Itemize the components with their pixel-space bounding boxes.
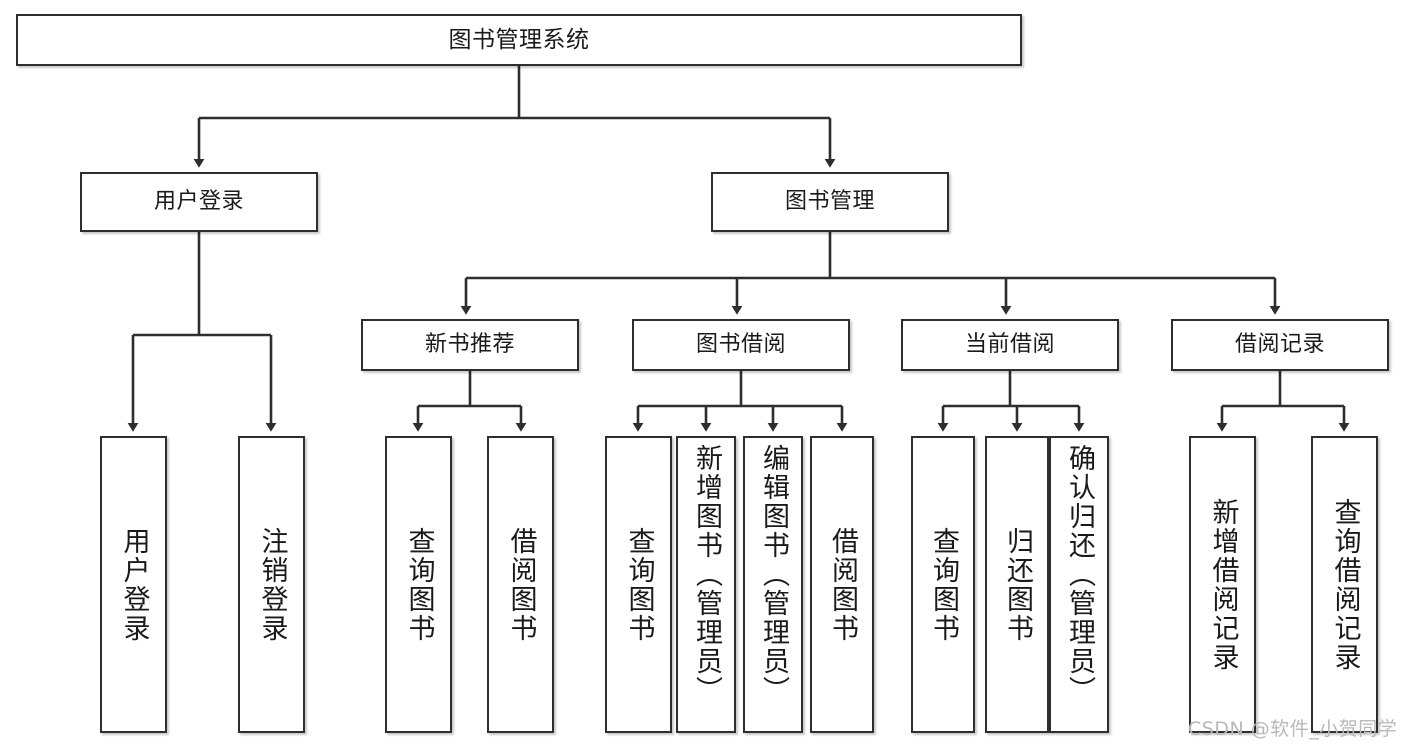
node-leaf-query-book-rec[interactable]: 查询图书 [385, 436, 452, 733]
node-book-manage-label: 图书管理 [784, 189, 875, 214]
node-leaf-confirm-return[interactable]: 确认归还（管理员） [1049, 436, 1109, 733]
node-leaf-confirm-return-label: 确认归还（管理员） [1064, 444, 1096, 705]
node-leaf-add-record-label: 新增借阅记录 [1207, 497, 1239, 672]
node-leaf-query-record[interactable]: 查询借阅记录 [1311, 436, 1378, 733]
node-leaf-edit-book-label: 编辑图书（管理员） [758, 444, 790, 705]
node-new-book-rec-label: 新书推荐 [424, 332, 515, 357]
node-leaf-return-book-label: 归还图书 [1002, 526, 1034, 643]
node-leaf-query-book-cur-label: 查询图书 [928, 526, 960, 643]
node-user-login-label: 用户登录 [153, 189, 244, 214]
node-leaf-borrow-book-rec[interactable]: 借阅图书 [487, 436, 554, 733]
node-current-borrow-label: 当前借阅 [964, 332, 1055, 357]
node-root-label: 图书管理系统 [448, 26, 590, 53]
node-leaf-user-login[interactable]: 用户登录 [100, 436, 167, 733]
node-leaf-add-record[interactable]: 新增借阅记录 [1189, 436, 1256, 733]
node-borrow-record[interactable]: 借阅记录 [1171, 319, 1389, 371]
csdn-watermark: CSDN @软件_小贺同学 [1188, 714, 1397, 741]
node-leaf-logout[interactable]: 注销登录 [238, 436, 305, 733]
node-leaf-query-book-cur[interactable]: 查询图书 [911, 436, 975, 733]
node-leaf-query-book-rec-label: 查询图书 [403, 526, 435, 643]
node-leaf-query-book-borrow-label: 查询图书 [623, 526, 655, 643]
node-user-login[interactable]: 用户登录 [80, 172, 318, 232]
node-current-borrow[interactable]: 当前借阅 [901, 319, 1119, 371]
node-leaf-add-book-label: 新增图书（管理员） [691, 444, 723, 705]
node-leaf-borrow-book[interactable]: 借阅图书 [810, 436, 874, 733]
node-leaf-user-login-label: 用户登录 [118, 526, 150, 643]
node-leaf-borrow-book-label: 借阅图书 [827, 526, 859, 643]
node-leaf-logout-label: 注销登录 [256, 526, 288, 643]
node-leaf-edit-book[interactable]: 编辑图书（管理员） [743, 436, 803, 733]
node-leaf-borrow-book-rec-label: 借阅图书 [505, 526, 537, 643]
node-root[interactable]: 图书管理系统 [16, 14, 1022, 66]
node-leaf-return-book[interactable]: 归还图书 [985, 436, 1049, 733]
node-book-borrow[interactable]: 图书借阅 [632, 319, 850, 371]
node-leaf-query-record-label: 查询借阅记录 [1329, 497, 1361, 672]
node-borrow-record-label: 借阅记录 [1234, 332, 1325, 357]
node-book-manage[interactable]: 图书管理 [711, 172, 949, 232]
node-leaf-add-book[interactable]: 新增图书（管理员） [676, 436, 736, 733]
node-book-borrow-label: 图书借阅 [695, 332, 786, 357]
node-new-book-rec[interactable]: 新书推荐 [361, 319, 579, 371]
node-leaf-query-book-borrow[interactable]: 查询图书 [605, 436, 672, 733]
csdn-watermark-text: CSDN @软件_小贺同学 [1188, 718, 1398, 740]
